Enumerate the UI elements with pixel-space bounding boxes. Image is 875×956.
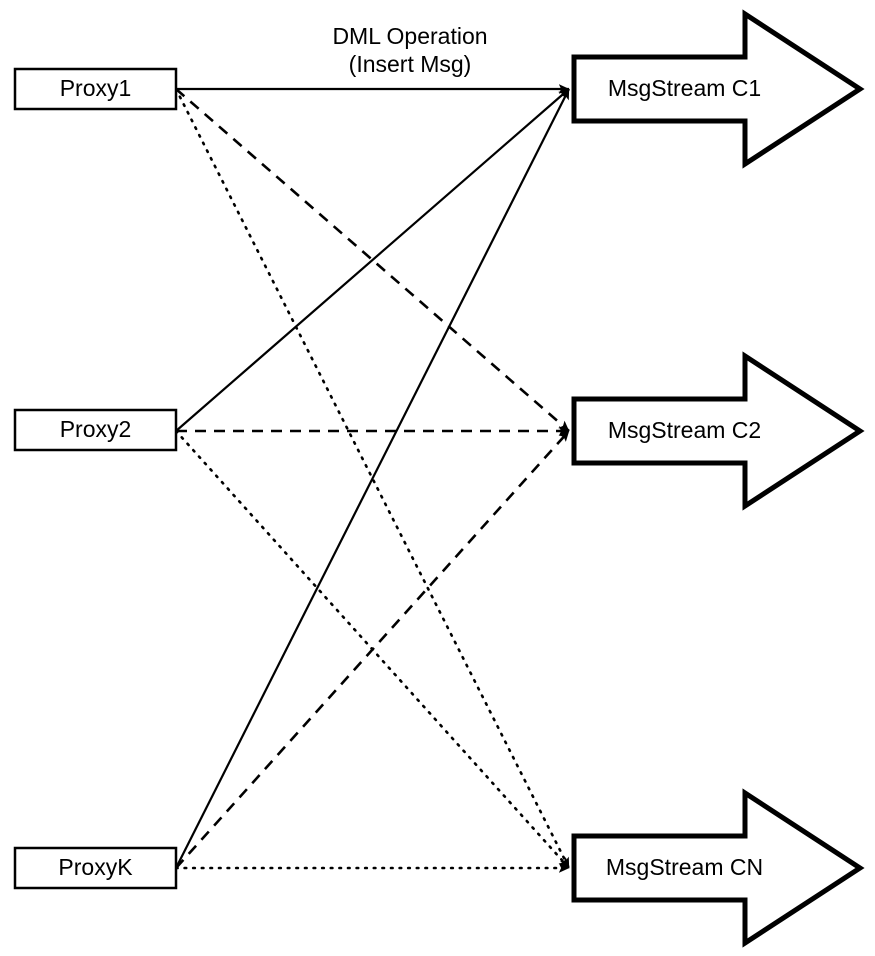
- edge-proxyk-to-c1[interactable]: [175, 88, 570, 869]
- msgstream-node-c2[interactable]: MsgStream C2: [571, 351, 865, 511]
- proxy-node-proxy1[interactable]: Proxy1: [13, 67, 178, 111]
- proxy-box-rect: [13, 67, 178, 111]
- block-arrow-icon: [571, 351, 865, 511]
- proxy-node-proxy2[interactable]: Proxy2: [13, 408, 178, 452]
- proxy-layer: Proxy1 Proxy2 ProxyK: [13, 67, 178, 890]
- edge-caption-line2: (Insert Msg): [349, 51, 472, 77]
- edge-proxy2-to-c1[interactable]: [175, 88, 570, 432]
- proxy-node-proxyk[interactable]: ProxyK: [13, 846, 178, 890]
- proxy-label: Proxy1: [60, 75, 132, 101]
- msgstream-label: MsgStream CN: [606, 854, 763, 880]
- block-arrow-icon: [571, 9, 865, 169]
- edge-proxy1-to-cn[interactable]: [174, 87, 571, 870]
- edge-proxy1-to-c2[interactable]: [175, 88, 570, 432]
- edge-proxyk-to-c2[interactable]: [175, 430, 570, 869]
- proxy-label: ProxyK: [58, 854, 133, 880]
- edge-caption-group: DML Operation (Insert Msg): [332, 23, 487, 77]
- msgstream-label: MsgStream C1: [608, 75, 761, 101]
- edge-layer: [174, 84, 571, 873]
- msgstream-node-c1[interactable]: MsgStream C1: [571, 9, 865, 169]
- msgstream-layer: MsgStream C1 MsgStream C2 MsgStream CN: [571, 9, 865, 948]
- proxy-box-rect: [13, 408, 178, 452]
- block-arrow-icon: [571, 788, 865, 948]
- proxy-box-rect: [13, 846, 178, 890]
- proxy-label: Proxy2: [60, 416, 132, 442]
- msgstream-node-cn[interactable]: MsgStream CN: [571, 788, 865, 948]
- msgstream-label: MsgStream C2: [608, 417, 761, 443]
- edge-caption-line1: DML Operation: [332, 23, 487, 49]
